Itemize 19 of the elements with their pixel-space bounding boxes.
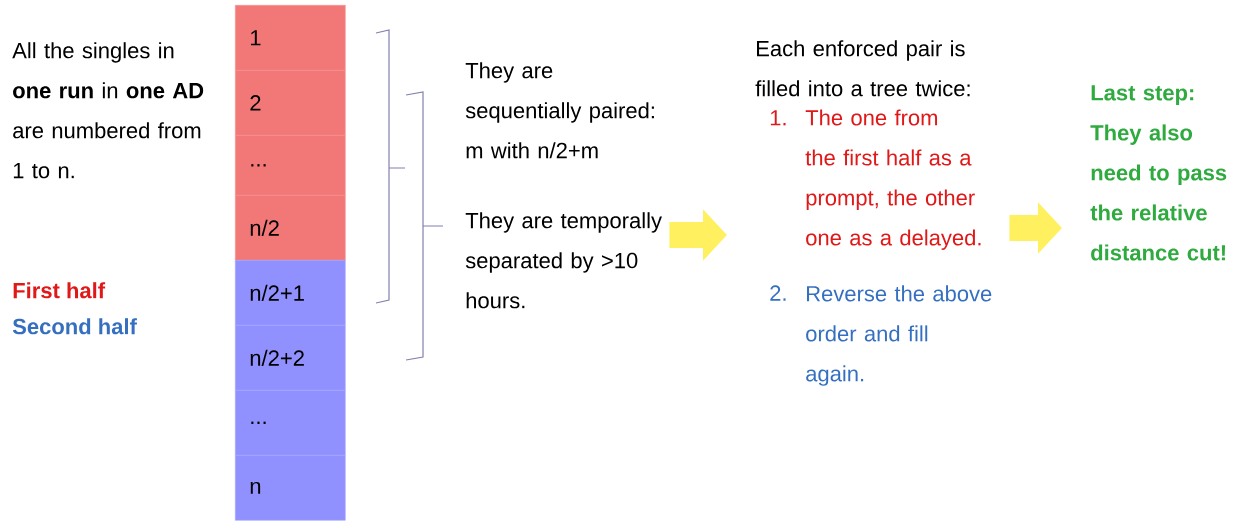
legend-text: Second half <box>12 318 137 335</box>
cell: n/2 <box>235 195 346 261</box>
cell: ... <box>235 135 346 196</box>
paragraph: Last step: They also need to pass the relative distance cut! <box>1090 85 1227 261</box>
cell: n <box>235 455 346 521</box>
cell: n/2+1 <box>235 260 346 326</box>
paragraph: They are temporally separated by >10 hours. <box>465 212 662 309</box>
list-number: 2. <box>770 285 786 301</box>
cell: 2 <box>235 70 346 136</box>
list-number: 1. <box>770 110 786 126</box>
legend-text: First half <box>13 282 106 299</box>
cell: n/2+2 <box>235 325 346 391</box>
list-item: The one from the first half as a prompt, the other one as a delayed. <box>805 109 981 250</box>
cell: 1 <box>235 5 346 71</box>
list-item: Reverse the above order and fill again. <box>806 285 992 386</box>
paragraph: Each enforced pair is filled into a tree twice: <box>755 40 970 97</box>
paragraph: They are sequentially paired: m with n/2+m <box>465 62 654 159</box>
paragraph: All the singles in one run in one AD are numbered from 1 to n. <box>12 42 204 179</box>
cell: ... <box>235 390 346 456</box>
